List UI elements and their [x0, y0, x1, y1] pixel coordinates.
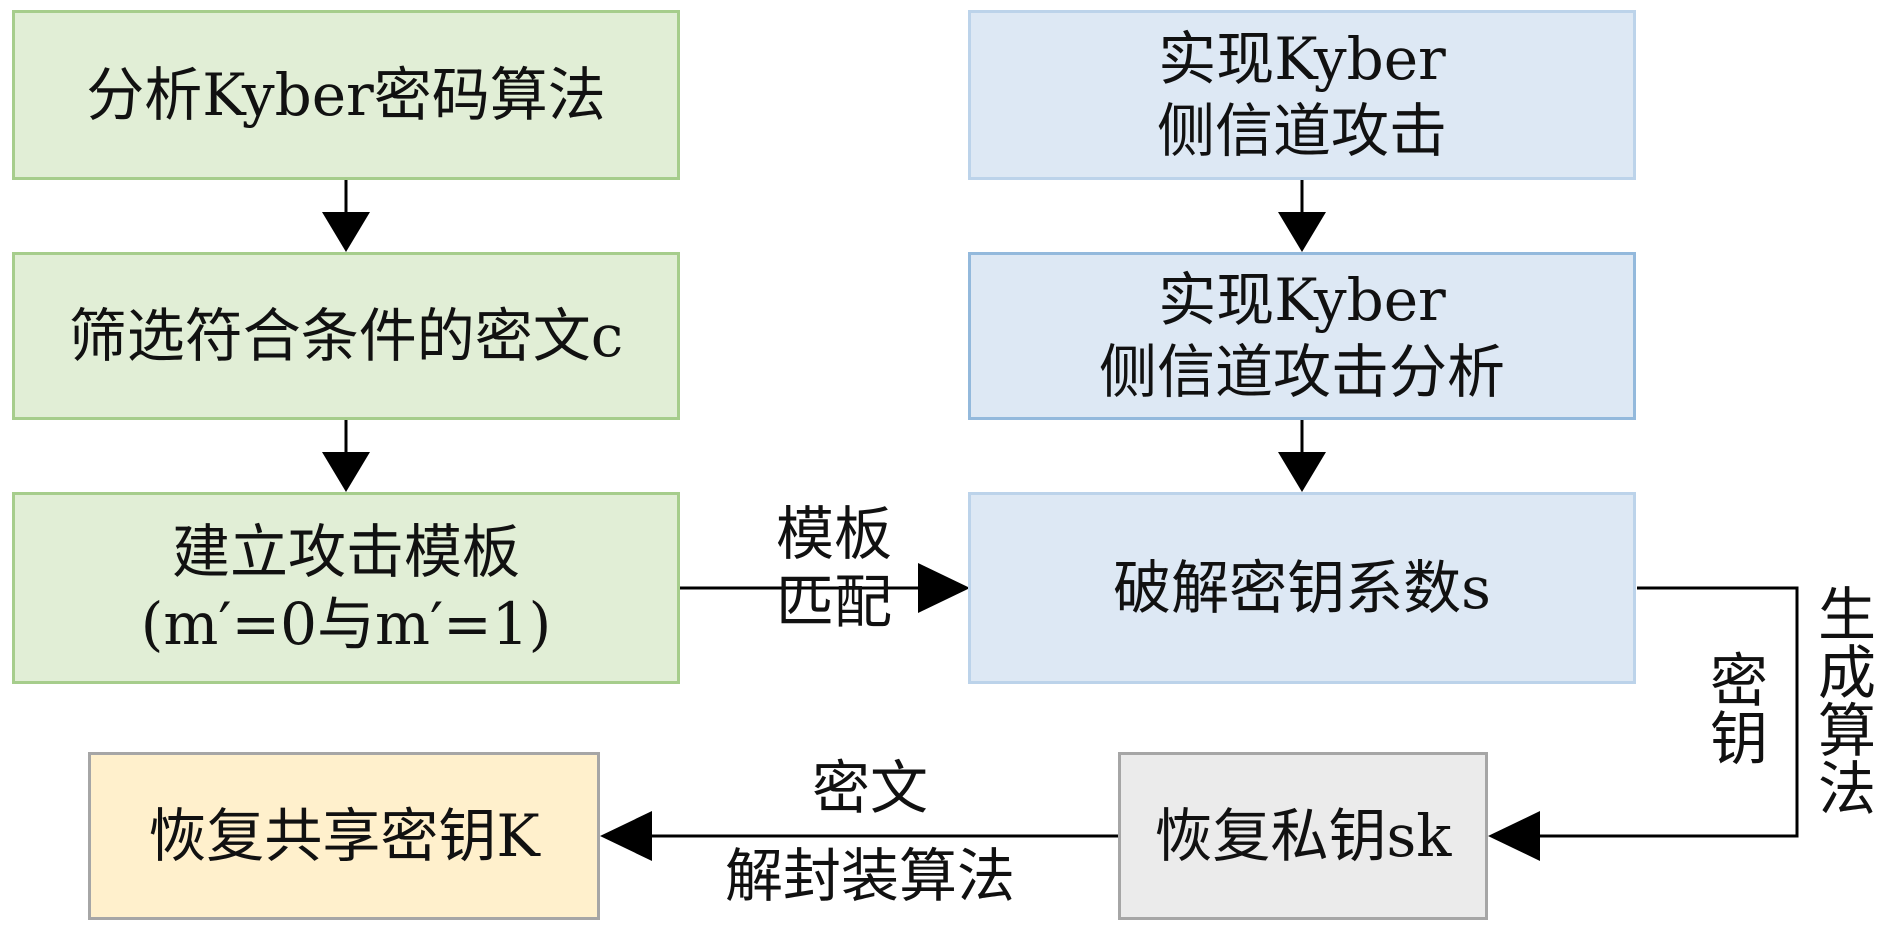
arrowhead-left-sharedkey — [600, 811, 652, 861]
keygen-vertical-label: 生 成 算 法 — [1815, 586, 1879, 818]
arrowhead-left-privkey — [1488, 811, 1540, 861]
filter-ciphertext-label: 筛选符合条件的密文c — [68, 301, 624, 370]
keygen-char-4: 法 — [1817, 755, 1876, 823]
build-template-box: 建立攻击模板 (m′=0与m′=1) — [12, 492, 680, 684]
arrowhead-down-1 — [322, 212, 370, 252]
kyber-attack-box: 实现Kyber 侧信道攻击 — [968, 10, 1636, 180]
keygen-char-1: 生 — [1817, 581, 1876, 649]
arrowhead-down-4 — [1278, 452, 1326, 492]
recover-private-key-label: 恢复私钥sk — [1154, 801, 1452, 870]
kyber-analysis-line2: 侧信道攻击分析 — [1098, 338, 1505, 406]
analyze-kyber-label: 分析Kyber密码算法 — [86, 60, 606, 129]
key-char-2: 钥 — [1709, 705, 1768, 773]
template-match-line2: 匹配 — [775, 568, 892, 637]
kyber-analysis-box: 实现Kyber 侧信道攻击分析 — [968, 252, 1636, 420]
kyber-analysis-line1: 实现Kyber — [1158, 265, 1446, 334]
recover-private-key-box: 恢复私钥sk — [1118, 752, 1488, 920]
edge-crack-to-privkey — [1540, 586, 1799, 838]
recover-shared-key-box: 恢复共享密钥K — [88, 752, 600, 920]
build-template-label: 建立攻击模板 — [171, 517, 520, 586]
build-template-condition: (m′=0与m′=1) — [140, 590, 552, 658]
kyber-attack-line2: 侧信道攻击 — [1156, 97, 1447, 165]
template-match-line1: 模板 — [775, 500, 892, 568]
key-char-1: 密 — [1709, 647, 1768, 715]
kyber-attack-line1: 实现Kyber — [1158, 24, 1446, 93]
ciphertext-label: 密文 — [811, 754, 928, 822]
template-match-label: 模板 匹配 — [758, 500, 910, 637]
keygen-char-3: 算 — [1817, 697, 1876, 765]
keygen-char-2: 成 — [1817, 639, 1876, 707]
decapsulation-label: 解封装算法 — [724, 842, 1015, 910]
crack-key-coefficient-label: 破解密钥系数s — [1113, 553, 1491, 622]
filter-ciphertext-box: 筛选符合条件的密文c — [12, 252, 680, 420]
arrowhead-down-2 — [322, 452, 370, 492]
recover-shared-key-label: 恢复共享密钥K — [148, 801, 540, 870]
analyze-kyber-box: 分析Kyber密码算法 — [12, 10, 680, 180]
arrowhead-right — [918, 563, 970, 613]
arrowhead-down-3 — [1278, 212, 1326, 252]
crack-key-coefficient-box: 破解密钥系数s — [968, 492, 1636, 684]
key-vertical-label: 密 钥 — [1707, 652, 1771, 768]
